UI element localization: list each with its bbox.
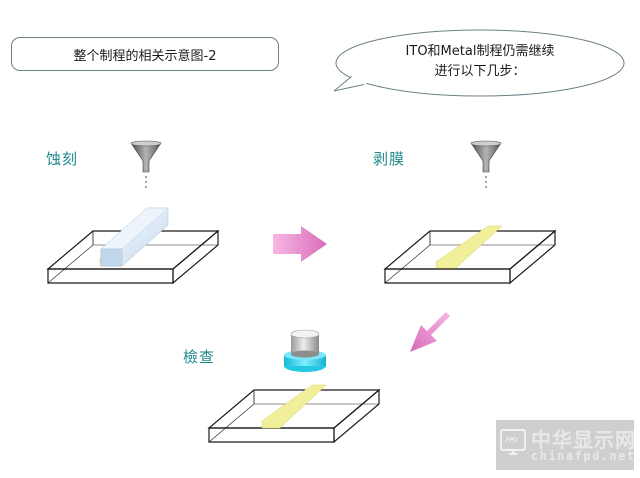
strip-ito-strip bbox=[435, 225, 503, 269]
photoresist-block bbox=[100, 207, 169, 267]
step-label-strip: 剥膜 bbox=[373, 150, 406, 168]
watermark-url: chinafpd.net bbox=[531, 449, 636, 463]
right-arrow-icon bbox=[273, 226, 327, 262]
process-note: ITO和Metal制程仍需继续 进行以下几步： bbox=[360, 42, 600, 82]
inspect-substrate bbox=[207, 388, 381, 444]
diagram-title-text: 整个制程的相关示意图-2 bbox=[73, 48, 217, 64]
inspect-ito-strip bbox=[261, 384, 327, 429]
etch-funnel-icon bbox=[130, 140, 162, 188]
watermark-logo-text: FPD bbox=[506, 437, 518, 444]
process-note-line-1: ITO和Metal制程仍需继续 bbox=[405, 44, 555, 59]
step-label-etch: 蚀刻 bbox=[46, 150, 79, 168]
process-note-line-2: 进行以下几步： bbox=[434, 64, 526, 79]
down-left-arrow-icon bbox=[410, 312, 450, 352]
watermark-brand: 中华显示网 bbox=[531, 428, 636, 452]
strip-substrate bbox=[383, 229, 557, 285]
watermark-logo bbox=[496, 420, 634, 470]
speech-bubble bbox=[333, 29, 625, 97]
step-label-inspect: 檢查 bbox=[183, 348, 216, 366]
inspection-camera-icon bbox=[284, 329, 326, 372]
strip-funnel-icon bbox=[470, 140, 502, 188]
diagram-title: 整个制程的相关示意图-2 bbox=[11, 37, 279, 71]
